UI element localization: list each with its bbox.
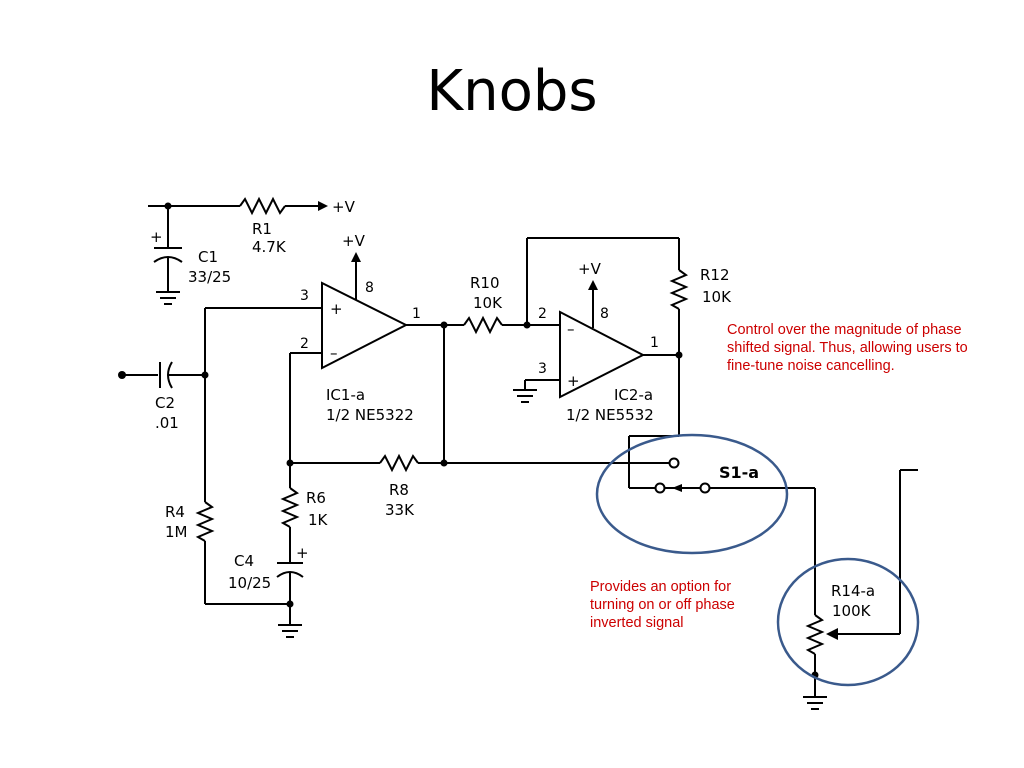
switch-annotation: Provides an option for turning on or off…: [590, 579, 735, 631]
r8-value: 33K: [385, 501, 415, 519]
arrow-icon: [351, 252, 361, 262]
ground-icon: [803, 696, 827, 710]
opamp-ic1: + – 3 2 +V 8 1 IC1-a 1/2 NE5322: [290, 232, 444, 424]
slide-title: Knobs: [426, 59, 598, 124]
c4-polarity: +: [296, 544, 309, 562]
potentiometer-r14: R14-a 100K: [803, 469, 918, 710]
r4-name: R4: [165, 503, 185, 521]
resistor-r12: [669, 269, 689, 310]
s1-name: S1-a: [719, 463, 759, 482]
arrow-icon: [588, 280, 598, 290]
ic1-pin2: 2: [300, 336, 309, 352]
ic2-pin2: 2: [538, 306, 547, 322]
ic2-minus: –: [567, 320, 575, 338]
resistor-r14: [805, 614, 825, 655]
supply-label-ic2: +V: [578, 260, 602, 278]
r1-c1-supply-filter: +V R1 4.7K + C1 33/25: [148, 196, 356, 305]
magnitude-annotation: Control over the magnitude of phase shif…: [727, 322, 968, 374]
resistor-r4: [195, 501, 215, 542]
potentiometer-highlight-circle: [776, 557, 920, 687]
r10-value: 10K: [473, 294, 503, 312]
ic1-pin8: 8: [365, 280, 374, 296]
ic1-minus: –: [330, 344, 338, 362]
resistor-r1: [239, 196, 286, 216]
c4-name: C4: [234, 552, 254, 570]
c1-name: C1: [198, 248, 218, 266]
ground-icon: [513, 389, 537, 403]
resistor-r10: [463, 315, 503, 335]
ic1-name: IC1-a: [326, 386, 365, 404]
c1-value: 33/25: [188, 268, 231, 286]
r6-value: 1K: [308, 511, 329, 529]
ic1-pin1: 1: [412, 306, 421, 322]
input-network: C2 .01 R4 1M: [118, 307, 322, 605]
arrow-icon: [672, 484, 682, 492]
ic2-pin3: 3: [538, 361, 547, 377]
wiper-arrow-icon: [826, 628, 838, 640]
feedback-network: R6 1K + C4 10/25 R8 33K: [228, 353, 670, 638]
r1-value: 4.7K: [252, 238, 287, 256]
supply-label-r1: +V: [332, 198, 356, 216]
r1-name: R1: [252, 220, 272, 238]
ic2-pin8: 8: [600, 306, 609, 322]
r4-value: 1M: [165, 523, 188, 541]
ground-icon: [156, 291, 180, 305]
inverting-stage: R10 10K R12 10K – + 2 3 +V 8 1 IC2-a 1/2…: [440, 237, 732, 463]
ic1-pin3: 3: [300, 288, 309, 304]
ic2-name: IC2-a: [614, 386, 653, 404]
ground-icon: [278, 624, 302, 638]
r12-name: R12: [700, 266, 730, 284]
c1-polarity: +: [150, 228, 163, 246]
switch-highlight-circle: [595, 433, 789, 555]
ic2-plus: +: [567, 372, 580, 390]
resistor-r6: [280, 487, 300, 528]
arrow-icon: [318, 201, 328, 211]
ic2-part: 1/2 NE5532: [566, 406, 654, 424]
c4-value: 10/25: [228, 574, 271, 592]
r14-value: 100K: [832, 602, 872, 620]
r12-value: 10K: [702, 288, 732, 306]
ic1-part: 1/2 NE5322: [326, 406, 414, 424]
supply-label-ic1: +V: [342, 232, 366, 250]
r8-name: R8: [389, 481, 409, 499]
r10-name: R10: [470, 274, 500, 292]
resistor-r8: [379, 453, 419, 473]
ic2-pin1: 1: [650, 335, 659, 351]
r14-name: R14-a: [831, 582, 875, 600]
r6-name: R6: [306, 489, 326, 507]
c2-name: C2: [155, 394, 175, 412]
ic1-plus: +: [330, 300, 343, 318]
c2-value: .01: [155, 414, 179, 432]
